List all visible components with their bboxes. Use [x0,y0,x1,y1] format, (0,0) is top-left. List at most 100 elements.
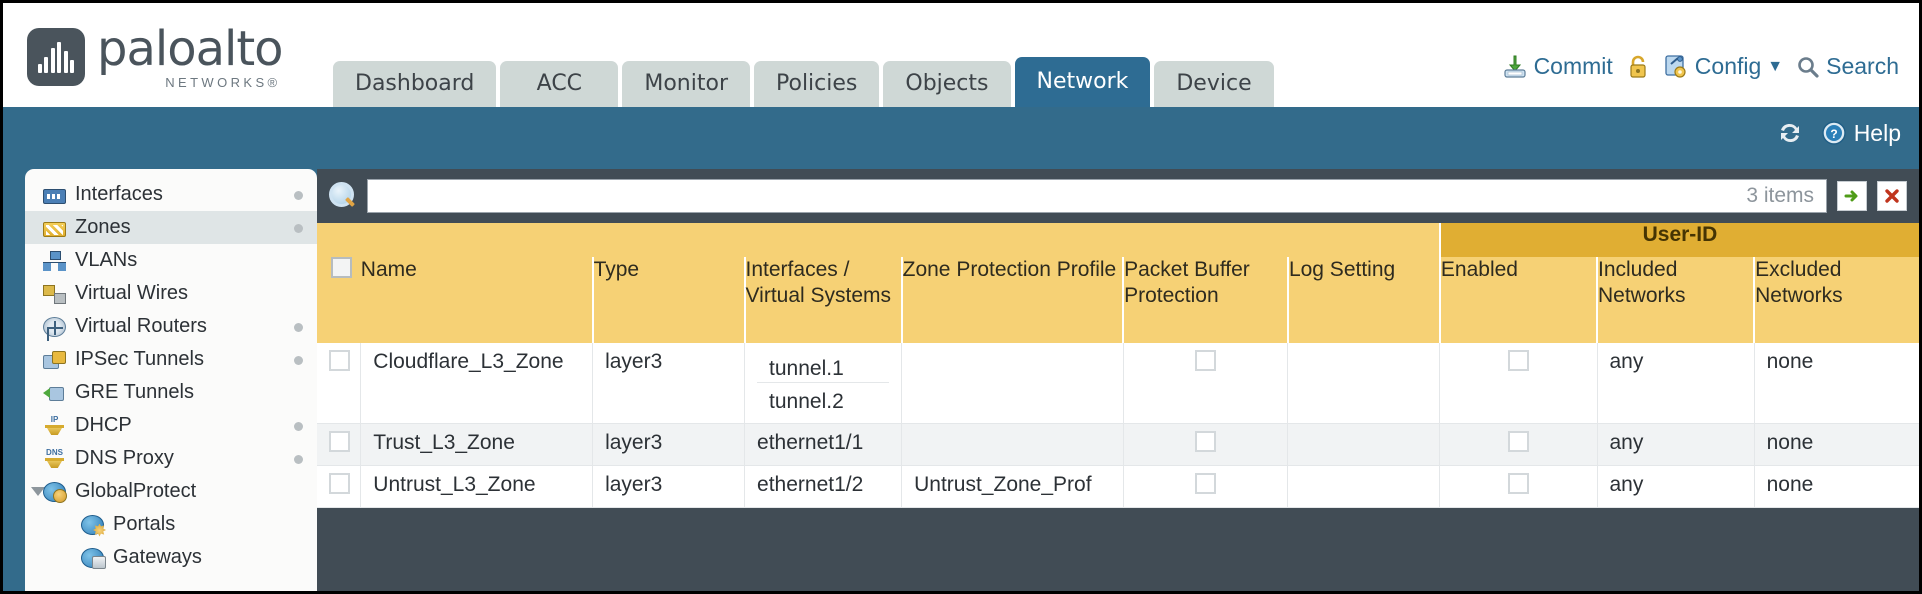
table-header-row: Name Type Interfaces / Virtual Systems Z… [317,257,1919,343]
help-icon: ? [1821,121,1846,145]
app-header: paloalto NETWORKS® Dashboard ACC Monitor… [3,3,1919,107]
tab-acc[interactable]: ACC [500,61,619,107]
packet-buffer-protection-checkbox[interactable] [1195,431,1217,452]
tab-monitor[interactable]: Monitor [622,61,750,107]
status-dot [294,454,303,464]
sidebar-item-label: DHCP [75,414,132,436]
help-button[interactable]: ? Help [1820,119,1901,147]
sidebar-item-interfaces[interactable]: Interfaces [25,178,317,211]
column-interfaces[interactable]: Interfaces / Virtual Systems [743,257,902,343]
select-all-checkbox[interactable] [331,257,352,278]
search-button[interactable]: Search [1796,53,1899,80]
packet-buffer-protection-checkbox[interactable] [1195,473,1217,494]
cell-user-id-enabled[interactable] [1439,423,1597,466]
cell-user-id-enabled[interactable] [1439,465,1597,508]
row-select-cell[interactable] [317,343,361,424]
status-dot [294,322,303,332]
gre-tunnels-icon [43,383,66,403]
cell-interfaces: ethernet1/1 [744,423,902,466]
dns-proxy-icon: DNS [43,448,66,469]
tab-network[interactable]: Network [1014,57,1151,107]
column-type[interactable]: Type [591,257,745,343]
cell-type: layer3 [592,343,745,424]
cell-packet-buffer-protection[interactable] [1122,423,1288,466]
sidebar-item-gateways[interactable]: Gateways [25,541,317,574]
column-log-setting[interactable]: Log Setting [1286,257,1440,343]
status-dot [294,190,303,200]
sidebar-item-gre-tunnels[interactable]: GRE Tunnels [25,376,317,409]
sidebar-item-virtual-wires[interactable]: Virtual Wires [25,277,317,310]
row-checkbox[interactable] [329,350,350,371]
portals-icon [81,514,104,535]
padlock-icon[interactable] [1626,54,1650,80]
column-name[interactable]: Name [360,257,593,343]
sidebar-item-label: Virtual Routers [75,315,207,337]
row-checkbox[interactable] [329,431,350,452]
tab-policies[interactable]: Policies [754,61,880,107]
sidebar-item-zones[interactable]: Zones [25,211,317,244]
select-all-header[interactable] [317,257,361,343]
chevron-down-icon: ▼ [1767,57,1784,75]
virtual-wires-icon [43,284,66,304]
search-magnifier-icon[interactable] [327,181,357,211]
tab-dashboard[interactable]: Dashboard [333,61,497,107]
sidebar-item-label: Portals [113,513,176,535]
refresh-icon[interactable] [1776,119,1804,147]
gateways-icon [81,547,106,569]
search-input-wrap[interactable]: 3 items [367,179,1827,213]
cell-included-networks: any [1596,343,1755,424]
group-header-blank [317,223,1440,257]
config-menu[interactable]: Config ▼ [1663,53,1783,80]
cell-user-id-enabled[interactable] [1439,343,1597,424]
cell-name[interactable]: Untrust_L3_Zone [360,465,593,508]
sidebar-item-dhcp[interactable]: IP DHCP [25,409,317,442]
clear-filter-button[interactable] [1877,181,1907,211]
apply-filter-button[interactable] [1837,181,1867,211]
table-row[interactable]: Trust_L3_Zone layer3 ethernet1/1 any non… [317,423,1919,466]
app-body: Interfaces Zones VLANs Virtual Wires Vir… [3,169,1919,591]
row-checkbox[interactable] [329,473,350,494]
header-toolbar: Commit Config ▼ [1502,53,1899,80]
column-enabled[interactable]: Enabled [1438,257,1597,343]
tab-device[interactable]: Device [1154,61,1274,107]
cell-packet-buffer-protection[interactable] [1122,343,1288,424]
sidebar-item-vlans[interactable]: VLANs [25,244,317,277]
cell-name[interactable]: Cloudflare_L3_Zone [360,343,593,424]
globalprotect-icon [43,481,67,503]
cell-excluded-networks: none [1753,465,1919,508]
column-zone-protection-profile[interactable]: Zone Protection Profile [900,257,1124,343]
zones-main-panel: 3 items [317,169,1919,591]
sidebar-item-virtual-routers[interactable]: Virtual Routers [25,310,317,343]
commit-button[interactable]: Commit [1502,53,1613,80]
sidebar-item-ipsec-tunnels[interactable]: IPSec Tunnels [25,343,317,376]
user-id-enabled-checkbox[interactable] [1507,473,1529,494]
user-id-enabled-checkbox[interactable] [1507,431,1529,452]
sidebar-item-dns-proxy[interactable]: DNS DNS Proxy [25,442,317,475]
search-label: Search [1826,53,1899,79]
tab-objects[interactable]: Objects [883,61,1011,107]
sidebar-item-label: Interfaces [75,183,163,205]
green-arrow-icon [1842,186,1862,206]
column-included-networks[interactable]: Included Networks [1595,257,1755,343]
ipsec-tunnels-icon [43,350,66,370]
user-id-enabled-checkbox[interactable] [1507,350,1529,371]
column-packet-buffer-protection[interactable]: Packet Buffer Protection [1122,257,1288,343]
sidebar-item-portals[interactable]: Portals [25,508,317,541]
commit-icon [1503,55,1526,78]
sidebar-item-label: IPSec Tunnels [75,348,204,370]
sidebar-item-globalprotect[interactable]: GlobalProtect [25,475,317,508]
chevron-down-icon[interactable] [31,487,45,496]
packet-buffer-protection-checkbox[interactable] [1195,350,1217,371]
group-header-user-id: User-ID [1438,223,1919,257]
cell-zone-protection-profile [901,423,1124,466]
cell-excluded-networks: none [1753,343,1919,424]
cell-packet-buffer-protection[interactable] [1122,465,1288,508]
row-select-cell[interactable] [317,465,361,508]
column-excluded-networks[interactable]: Excluded Networks [1753,257,1919,343]
row-select-cell[interactable] [317,423,361,466]
commit-label: Commit [1533,53,1613,79]
zones-table: User-ID Name Type Interfaces / Virtual S… [317,223,1919,508]
table-row[interactable]: Untrust_L3_Zone layer3 ethernet1/2 Untru… [317,465,1919,508]
cell-name[interactable]: Trust_L3_Zone [360,423,593,466]
